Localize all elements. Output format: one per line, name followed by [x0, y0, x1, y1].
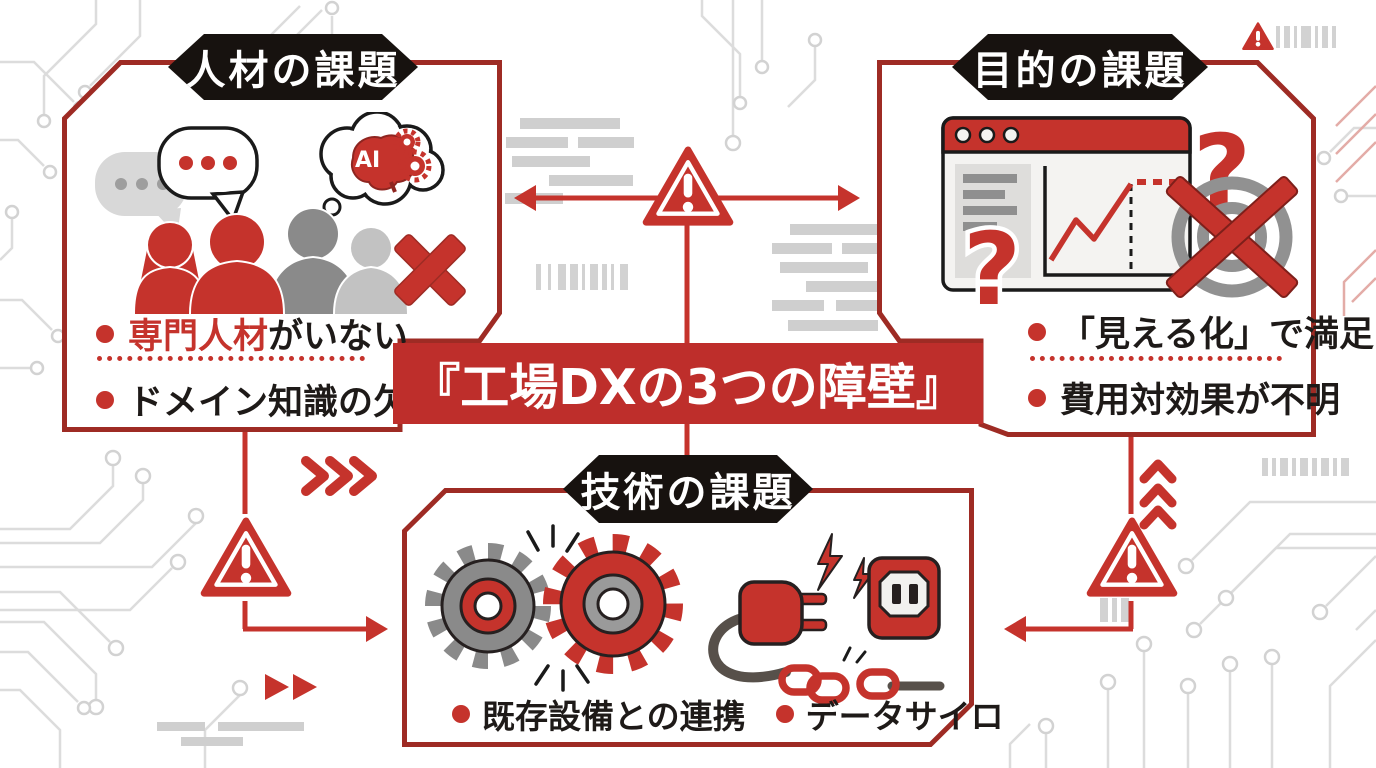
gear-gray — [425, 543, 551, 669]
main-title-text: 『工場DXの3つの障壁』 — [411, 359, 965, 416]
speech-bubble-white-icon — [157, 126, 259, 224]
technology-illustration — [425, 524, 945, 704]
panel-personnel-label-text: 人材の課題 — [185, 48, 401, 94]
lightning-bolts — [817, 533, 873, 599]
purpose-bullet-2-text: 費用対効果が不明 — [1060, 381, 1341, 421]
technology-bullet-1-text: 既存設備との連携 — [482, 697, 746, 736]
question-mark-icon: ? — [963, 211, 1021, 318]
barcode-top-right — [1276, 26, 1336, 48]
panel-purpose-label-text: 目的の課題 — [972, 48, 1188, 94]
chevrons-right-icon — [301, 456, 377, 496]
panel-purpose-label: 目的の課題 — [952, 34, 1208, 100]
crossed-target-icon — [1165, 175, 1299, 299]
panel-personnel-label: 人材の課題 — [168, 34, 418, 100]
bullet-dot — [1028, 322, 1046, 341]
browser-chart-illustration: ? ? — [941, 113, 1299, 318]
purpose-bullet-1-text: 「見える化」で満足 — [1060, 315, 1374, 355]
bullet-dot — [775, 705, 794, 723]
break-sparks — [842, 646, 867, 664]
plug-and-outlet-icon — [708, 533, 941, 683]
gear-red — [543, 534, 683, 674]
ai-thought-cloud-icon: AI — [312, 112, 445, 229]
light-red-traces — [1335, 85, 1376, 316]
outlet — [867, 556, 941, 640]
main-title-banner: 『工場DXの3つの障壁』 — [393, 343, 983, 424]
chevrons-up-icon — [1139, 459, 1177, 530]
people-group-illustration: AI — [95, 112, 466, 314]
purpose-bullet-1: 「見える化」で満足 — [1028, 306, 1374, 357]
warning-triangle-left-icon — [200, 517, 292, 597]
personnel-bullet-1-text: 専門人材がいない — [128, 317, 409, 357]
technology-bullet-2-text: データサイロ — [805, 697, 1004, 736]
personnel-divider — [97, 356, 365, 361]
bullet-dot — [96, 324, 114, 343]
bullet-dot — [1028, 388, 1046, 407]
panel-technology-label: 技術の課題 — [563, 455, 813, 523]
people-silhouettes — [132, 207, 410, 314]
spark-lines — [526, 524, 590, 692]
panel-technology-label-text: 技術の課題 — [580, 470, 796, 516]
arrowheads — [366, 185, 1026, 642]
personnel-bullet-1: 専門人材がいない — [96, 308, 408, 359]
person-woman-red — [132, 221, 208, 314]
warning-triangle-small-icon — [1242, 22, 1274, 50]
play-triangles-icon — [265, 674, 317, 700]
browser-window-icon — [941, 116, 1192, 292]
purpose-divider — [1030, 356, 1282, 361]
ai-label: AI — [355, 148, 380, 173]
person-man-red-front — [188, 213, 286, 314]
barcode-bottom-right — [1100, 598, 1129, 622]
person-man-light-gray — [332, 226, 410, 314]
technology-bullets: 既存設備との連携 データサイロ — [452, 690, 1004, 738]
bullet-dot — [96, 390, 114, 409]
personnel-bullet-2-text: ドメイン知識の欠如 — [128, 383, 444, 423]
warning-triangle-center-icon — [642, 146, 734, 226]
personnel-bullet-2: ドメイン知識の欠如 — [96, 374, 443, 425]
purpose-bullet-2: 費用対効果が不明 — [1028, 372, 1340, 423]
bullet-dot — [452, 705, 470, 723]
broken-chain-icon — [778, 646, 945, 704]
x-mark-icon — [394, 234, 466, 306]
barcode-center — [536, 264, 628, 290]
barcode-mid-right — [1262, 458, 1349, 476]
gears-icon — [425, 524, 683, 692]
warning-triangle-right-icon — [1086, 517, 1178, 597]
